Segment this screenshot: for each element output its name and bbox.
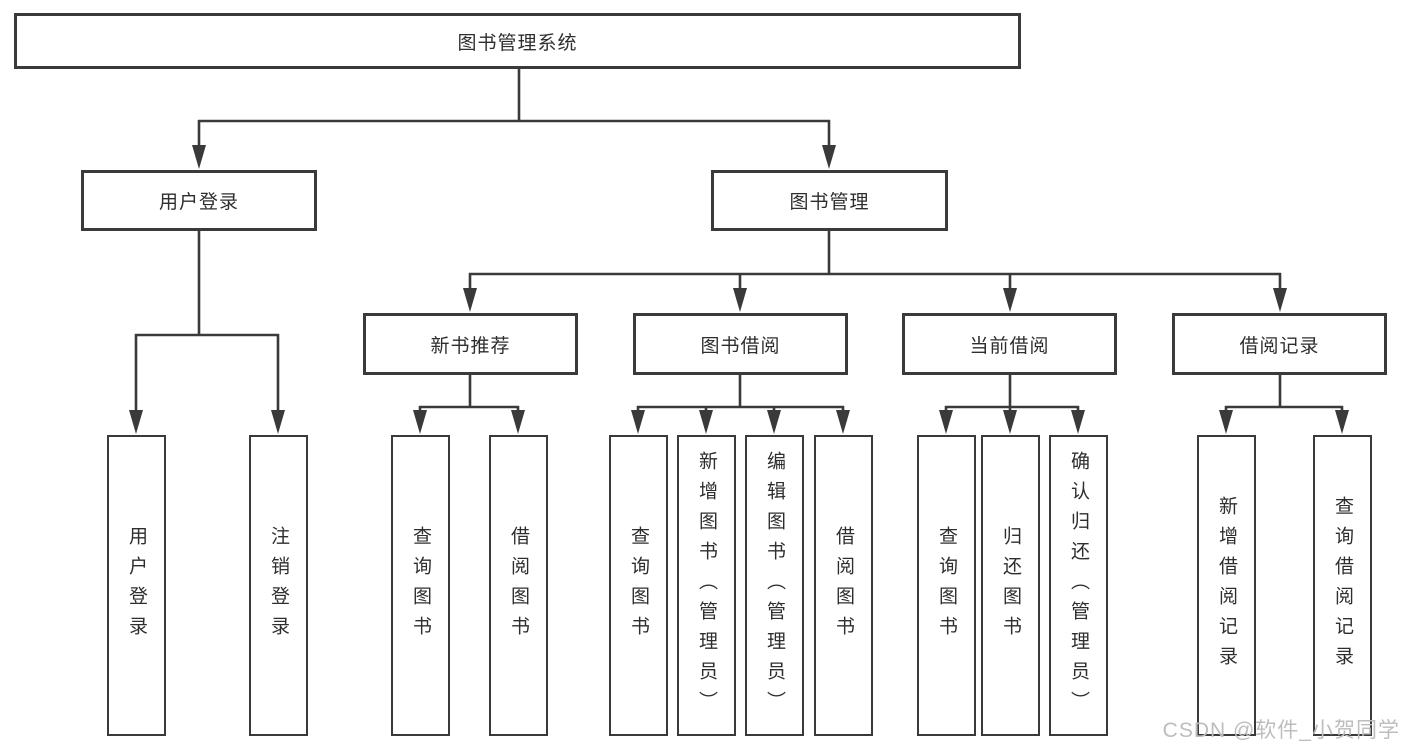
connector-book-borrow-to-leaves	[636, 374, 845, 415]
connector-root-to-level2	[197, 68, 831, 150]
leaf-add-borrow-record: 新增借阅记录	[1197, 435, 1256, 736]
node-current-borrow: 当前借阅	[902, 313, 1117, 375]
node-new-book-recommend: 新书推荐	[363, 313, 578, 375]
leaf-label: 查询图书	[628, 525, 649, 646]
leaf-label: 新增图书（管理员）	[696, 450, 717, 721]
leaf-query-books-recommend: 查询图书	[391, 435, 450, 736]
node-book-borrow: 图书借阅	[633, 313, 848, 375]
node-borrow-record: 借阅记录	[1172, 313, 1387, 375]
leaf-label: 查询图书	[936, 525, 957, 646]
leaf-confirm-return-admin: 确认归还（管理员）	[1049, 435, 1108, 736]
connector-current-borrow-to-leaves	[944, 374, 1080, 415]
leaf-query-books-current: 查询图书	[917, 435, 976, 736]
watermark: CSDN @软件_小贺同学	[1162, 719, 1400, 742]
connector-borrow-record-to-leaves	[1224, 374, 1344, 415]
leaf-logout: 注销登录	[249, 435, 308, 736]
leaf-label: 借阅图书	[508, 525, 529, 646]
node-book-management: 图书管理	[711, 170, 948, 231]
connector-new-book-to-leaves	[418, 374, 520, 415]
leaf-return-book: 归还图书	[981, 435, 1040, 736]
leaf-user-login: 用户登录	[107, 435, 166, 736]
leaf-label: 用户登录	[126, 525, 147, 646]
leaf-query-borrow-record: 查询借阅记录	[1313, 435, 1372, 736]
leaf-label: 确认归还（管理员）	[1068, 450, 1089, 721]
connector-user-login-to-leaves	[134, 230, 280, 415]
connector-book-mgmt-to-level3	[468, 230, 1282, 292]
leaf-label: 归还图书	[1000, 525, 1021, 646]
leaf-label: 新增借阅记录	[1216, 495, 1237, 676]
node-root: 图书管理系统	[14, 13, 1021, 69]
leaf-add-book-admin: 新增图书（管理员）	[677, 435, 736, 736]
leaf-label: 查询图书	[410, 525, 431, 646]
leaf-borrow-books-recommend: 借阅图书	[489, 435, 548, 736]
leaf-label: 借阅图书	[833, 525, 854, 646]
leaf-label: 查询借阅记录	[1332, 495, 1353, 676]
leaf-edit-book-admin: 编辑图书（管理员）	[745, 435, 804, 736]
leaf-label: 注销登录	[268, 525, 289, 646]
leaf-query-books-borrow: 查询图书	[609, 435, 668, 736]
node-user-login: 用户登录	[81, 170, 317, 231]
leaf-label: 编辑图书（管理员）	[764, 450, 785, 721]
leaf-borrow-books: 借阅图书	[814, 435, 873, 736]
